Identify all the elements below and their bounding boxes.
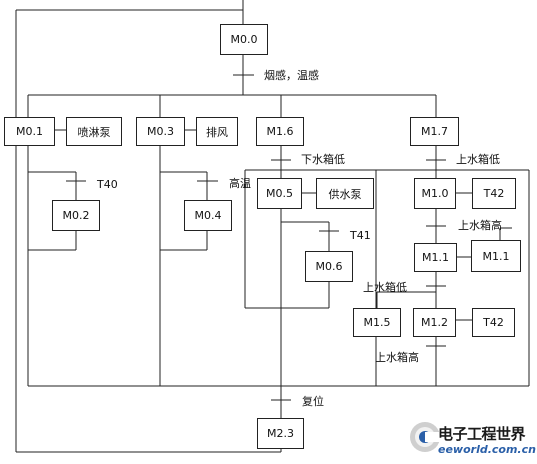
condition-lower-tank-low: 下水箱低 (301, 153, 345, 166)
step-m0-2: M0.2 (52, 200, 100, 231)
step-m0-3: M0.3 (136, 117, 185, 146)
logo-site: eeworld.com.cn (438, 443, 536, 456)
action-supply-pump: 供水泵 (316, 178, 374, 209)
step-m1-6: M1.6 (256, 117, 304, 146)
step-m1-2: M1.2 (413, 308, 456, 337)
step-m0-4: M0.4 (184, 200, 232, 231)
action-t42-bottom: T42 (472, 308, 515, 337)
step-m2-3: M2.3 (257, 418, 304, 449)
step-m0-6: M0.6 (305, 251, 353, 282)
step-m0-0: M0.0 (220, 24, 268, 55)
eeworld-logo: 电子工程世界 eeworld.com.cn (408, 418, 536, 460)
step-m1-5: M1.5 (353, 308, 401, 337)
condition-upper-tank-high-2: 上水箱高 (375, 351, 419, 364)
condition-t40: T40 (97, 178, 118, 191)
condition-t41: T41 (350, 229, 371, 242)
condition-high-temp: 高温 (229, 177, 251, 190)
step-m1-1-left: M1.1 (414, 243, 457, 272)
logo-title: 电子工程世界 (438, 425, 526, 443)
step-m0-5: M0.5 (257, 178, 302, 209)
action-exhaust: 排风 (196, 117, 238, 146)
condition-upper-tank-high-1: 上水箱高 (458, 219, 502, 232)
logo-mark-icon (410, 422, 440, 452)
action-spray-pump: 喷淋泵 (66, 117, 122, 146)
condition-reset: 复位 (302, 395, 324, 408)
condition-upper-tank-low-2: 上水箱低 (363, 281, 407, 294)
condition-smoke-temp: 烟感，温感 (264, 69, 319, 82)
step-m0-1: M0.1 (4, 117, 55, 146)
step-m1-0: M1.0 (414, 178, 456, 209)
step-m1-1-right: M1.1 (471, 240, 521, 272)
step-m1-7: M1.7 (410, 117, 459, 146)
condition-upper-tank-low-1: 上水箱低 (456, 153, 500, 166)
action-t42-top: T42 (472, 178, 516, 209)
